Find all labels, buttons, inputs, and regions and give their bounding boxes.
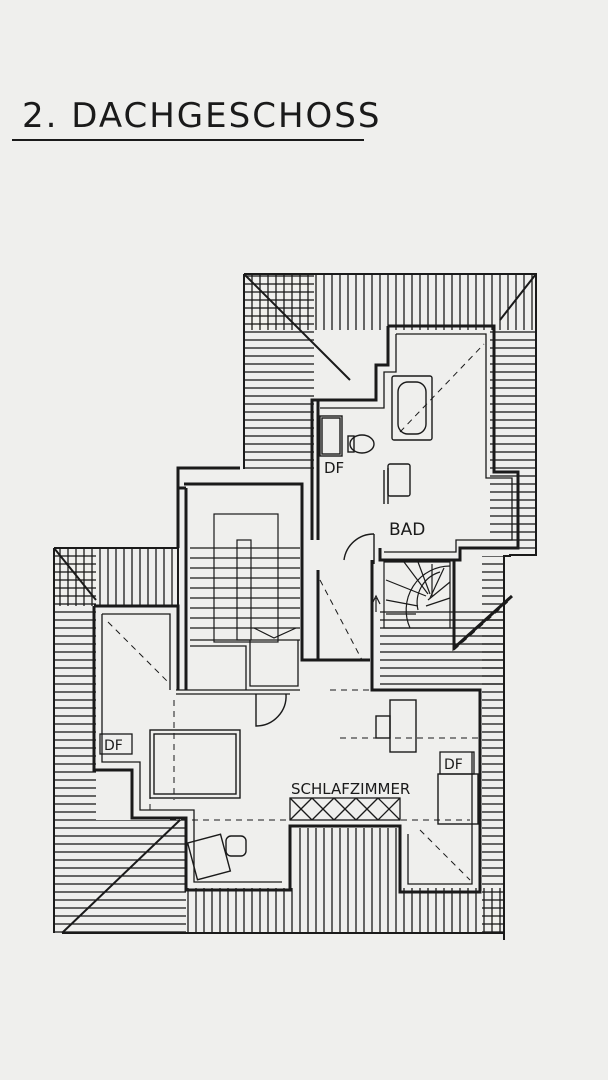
df-label-right-text: DF <box>444 757 463 773</box>
room-label-bad: BAD <box>389 520 425 540</box>
inner-lines <box>101 333 513 885</box>
df-label-left-text: DF <box>104 738 123 754</box>
df-label-left: DF <box>99 733 133 755</box>
bathroom-fixtures <box>255 375 433 727</box>
spiral-stair <box>371 561 451 629</box>
df-label-top-text: DF <box>324 459 344 477</box>
staircase-main <box>190 513 300 643</box>
title-underline <box>12 139 364 141</box>
slope-lines <box>107 343 511 881</box>
plan-title: 2. DACHGESCHOSS <box>22 96 382 136</box>
df-label-top: DF <box>324 459 344 477</box>
df-label-right: DF <box>439 751 475 775</box>
roof-hatching <box>54 274 536 933</box>
room-label-schlafzimmer: SCHLAFZIMMER <box>291 780 410 798</box>
interior-walls <box>92 324 520 894</box>
dormer-window <box>289 797 401 821</box>
